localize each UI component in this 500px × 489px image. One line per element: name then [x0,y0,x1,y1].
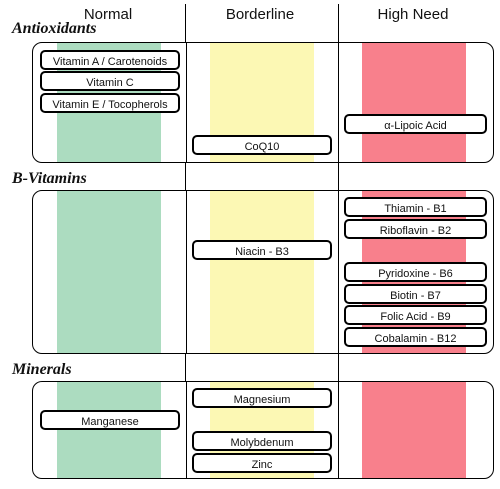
nutrient-pill: Vitamin A / Carotenoids [40,50,180,70]
normal-band [57,191,161,353]
column-header-high-need: High Need [377,6,449,23]
nutrient-pill: CoQ10 [192,135,332,155]
nutrient-pill: Cobalamin - B12 [344,327,487,347]
nutrient-pill: Vitamin E / Tocopherols [40,93,180,113]
nutrient-pill: Magnesium [192,388,332,408]
nutrient-pill: Folic Acid - B9 [344,305,487,325]
column-divider [338,163,339,190]
nutrient-pill: Molybdenum [192,431,332,451]
nutrient-pill: Pyridoxine - B6 [344,262,487,282]
nutrient-pill: Thiamin - B1 [344,197,487,217]
antioxidants-panel: Vitamin A / Carotenoids Vitamin C Vitami… [32,42,494,163]
nutrient-pill: Riboflavin - B2 [344,219,487,239]
nutrient-pill: Zinc [192,453,332,473]
column-divider [185,354,186,381]
column-header-borderline: Borderline [225,6,295,23]
minerals-panel: Magnesium Manganese Molybdenum Zinc [32,381,494,479]
section-title-b-vitamins: B-Vitamins [12,170,87,187]
borderline-band [210,191,314,353]
column-divider [338,354,339,381]
b-vitamins-panel: Thiamin - B1 Riboflavin - B2 Niacin - B3… [32,190,494,354]
nutrient-pill: Vitamin C [40,71,180,91]
nutrient-pill: α-Lipoic Acid [344,114,487,134]
section-title-antioxidants: Antioxidants [12,20,97,37]
normal-band [57,382,161,478]
column-divider [338,43,339,162]
nutrient-pill: Niacin - B3 [192,240,332,260]
column-divider [186,382,187,478]
nutrient-pill: Manganese [40,410,180,430]
column-divider [338,382,339,478]
high-need-band [362,382,466,478]
column-header-normal: Normal [83,6,133,23]
column-divider [185,163,186,190]
section-title-minerals: Minerals [12,361,72,378]
column-divider [338,4,339,42]
column-divider [185,4,186,42]
column-divider [186,191,187,353]
high-need-band [362,43,466,162]
column-divider [186,43,187,162]
column-divider [338,191,339,353]
nutrient-pill: Biotin - B7 [344,284,487,304]
